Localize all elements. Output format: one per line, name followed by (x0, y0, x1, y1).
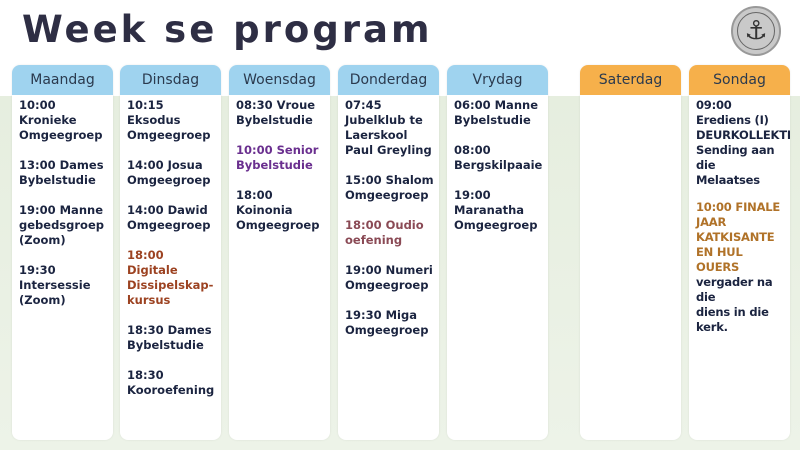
event-item: 10:00 FINALE JAAR KATKISANTE EN HUL OUER… (696, 200, 781, 274)
day-column-woensdag: Woensdag 08:30 Vroue Bybelstudie 10:00 Sen… (229, 65, 330, 440)
event-item: 18:00 Oudio oefening (345, 218, 424, 247)
day-events: 09:00 Erediens (I) DEURKOLLEKTE: Sending… (689, 95, 790, 335)
page-title: Week se program (22, 8, 433, 51)
event-item: 19:00 Maranatha Omgeegroep (454, 188, 538, 232)
church-logo-seal: ⚓ (731, 6, 781, 56)
event-item: 08:00 Bergskilpaaie (454, 143, 543, 172)
day-events: 10:00 Kronieke Omgeegroep 13:00 Dames Byb… (12, 95, 113, 308)
event-item: 10:00 Senior Bybelstudie (236, 143, 319, 172)
day-events: 10:15 Eksodus Omgeegroep 14:00 Josua Omge… (120, 95, 221, 398)
event-item: 14:00 Dawid Omgeegroep (127, 203, 211, 232)
day-events: 07:45 Jubelklub te Laerskool Paul Greyli… (338, 95, 439, 338)
day-events: 08:30 Vroue Bybelstudie 10:00 Senior Bybe… (229, 95, 330, 233)
day-header: Woensdag (229, 65, 330, 95)
day-column-saterdag: Saterdag (580, 65, 681, 440)
event-item: 10:00 Kronieke Omgeegroep (19, 98, 103, 142)
event-item: 19:30 Miga Omgeegroep (345, 308, 429, 337)
day-header: Dinsdag (120, 65, 221, 95)
event-item: 13:00 Dames Bybelstudie (19, 158, 104, 187)
day-column-vrydag: Vrydag 06:00 Manne Bybelstudie 08:00 Bergs… (447, 65, 548, 440)
event-item: 19:00 Manne gebedsgroep (Zoom) (19, 203, 104, 247)
event-item: 18:30 Kooroefening (127, 368, 215, 397)
event-item: 09:00 Erediens (I) DEURKOLLEKTE: Sending… (696, 98, 790, 187)
event-item: 08:30 Vroue Bybelstudie (236, 98, 316, 127)
event-item: 14:00 Josua Omgeegroep (127, 158, 211, 187)
event-item: vergader na die diens in die kerk. (696, 275, 773, 334)
event-item: 19:00 Numeri Omgeegroep (345, 263, 433, 292)
event-item: 19:30 Intersessie (Zoom) (19, 263, 91, 307)
event-item: 06:00 Manne Bybelstudie (454, 98, 538, 127)
day-header: Sondag (689, 65, 790, 95)
event-item: 18:00 Koinonia Omgeegroep (236, 188, 320, 232)
day-header: Vrydag (447, 65, 548, 95)
day-header: Donderdag (338, 65, 439, 95)
day-header: Maandag (12, 65, 113, 95)
event-item: 15:00 Shalom Omgeegroep (345, 173, 434, 202)
day-header: Saterdag (580, 65, 681, 95)
event-item: 18:00 Digitale Dissipelskap- kursus (127, 248, 214, 307)
event-item: 10:15 Eksodus Omgeegroep (127, 98, 211, 142)
day-events: 06:00 Manne Bybelstudie 08:00 Bergskilpaa… (447, 95, 548, 233)
day-events (580, 95, 681, 98)
event-item: 18:30 Dames Bybelstudie (127, 323, 212, 352)
event-item: 07:45 Jubelklub te Laerskool Paul Greyli… (345, 98, 432, 157)
